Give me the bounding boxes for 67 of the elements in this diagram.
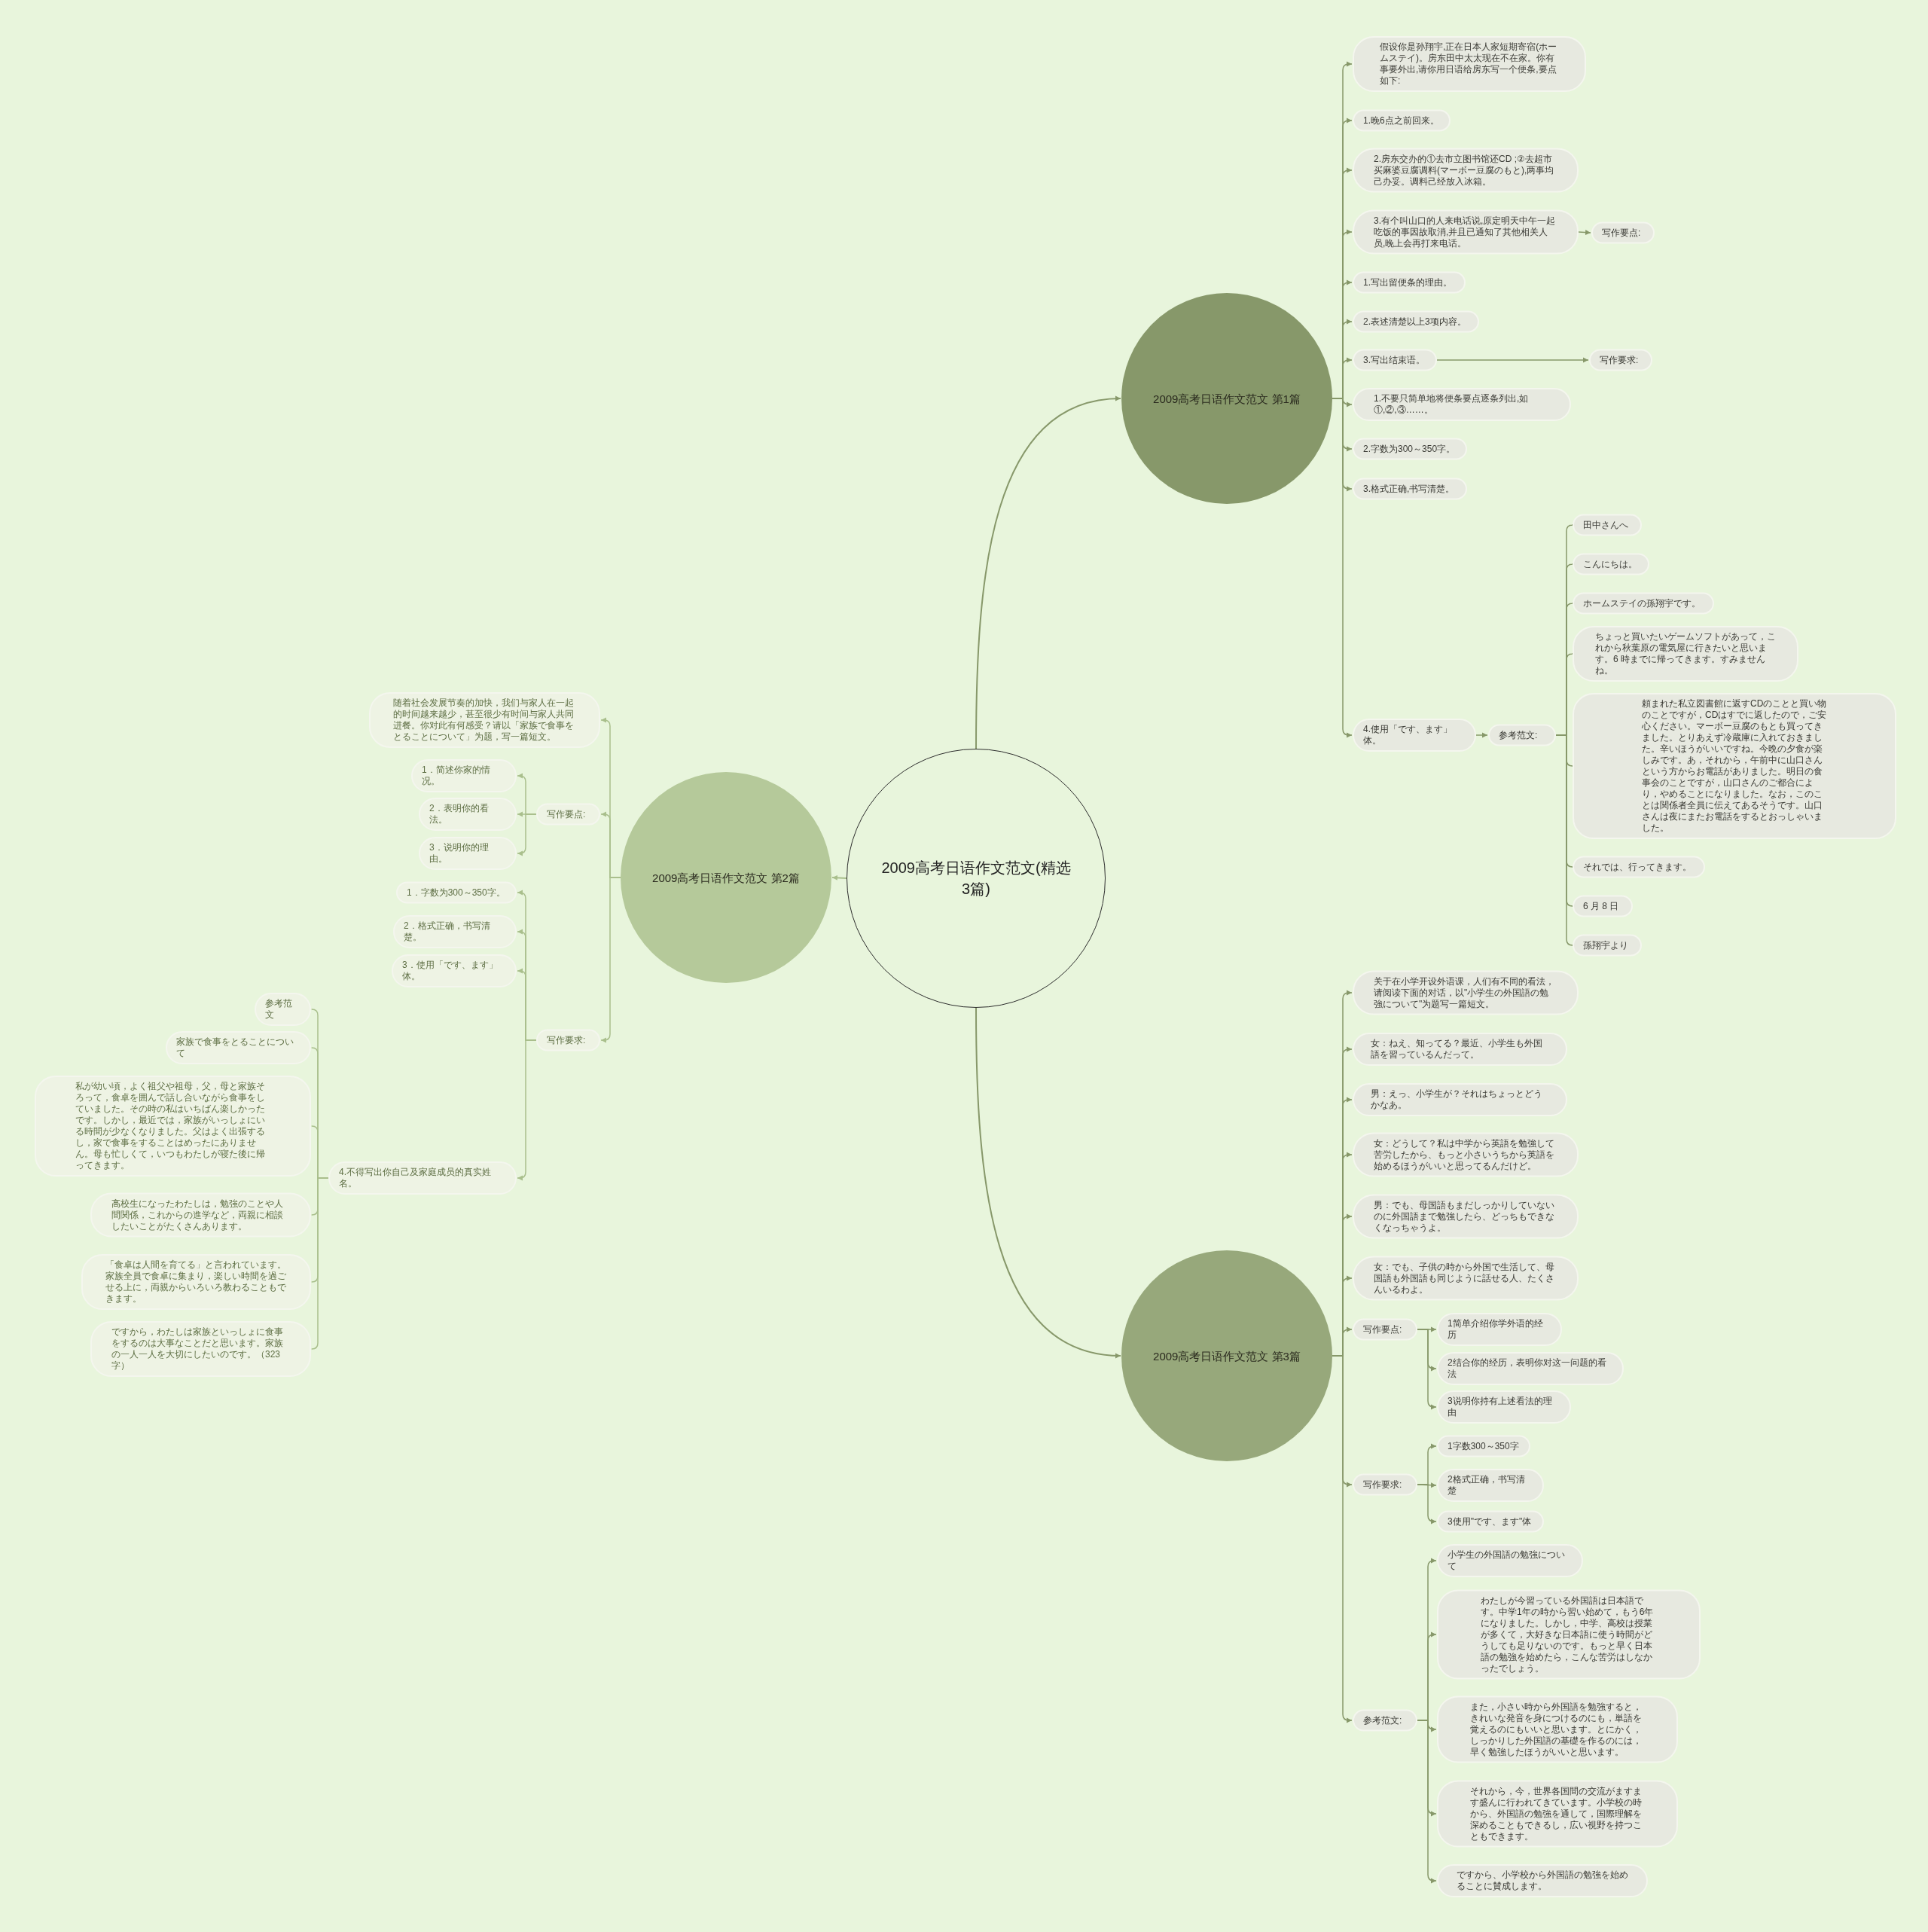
topic-pill: ですから，わたしは家族といっしょに食事をするのは大事なことだと思います。家族の一人一人を大切にしたいのです。（323字）: [90, 1321, 311, 1377]
connector-arrow: [311, 1177, 329, 1352]
topic-pill: 1.不要只简单地将便条要点逐条列出,如①,②,③……。: [1353, 388, 1571, 421]
topic-pill: 3说明你持有上述看法的理由: [1437, 1390, 1571, 1424]
topic-pill: 写作要求:: [1589, 349, 1652, 371]
topic-pill: 1．字数为300～350字。: [396, 881, 517, 904]
topic-pill: 女：どうして？私は中学から英語を勉強して苦労したから、もっと小さいうちから英語を始めるほうがいいと思ってるんだけど。: [1353, 1132, 1579, 1177]
topic-pill: わたしが今習っている外国語は日本語です。中学1年の時から習い始めて，もう6年になりました。しかし，中学、高校は授業が多くて，大好きな日本語に使う時間がどうしても足りないのです。もっと早く日本語の勉強を始めたら，こんな苦労はしなかったでしょう。: [1437, 1589, 1701, 1680]
topic-pill: 3．说明你的理由。: [419, 837, 517, 870]
topic-pill: また，小さい時から外国語を勉強すると，きれいな発音を身につけるのにも，単語を覚えるのにもいいと思います。とにかく，しっかりした外国語の基礎を作るのには，早く勉強したほうがいいと思います。: [1437, 1695, 1678, 1763]
connector-arrow: [1578, 230, 1591, 236]
topic-pill: 3.写出结束语。: [1353, 349, 1437, 371]
connector-arrow: [1475, 732, 1488, 738]
connector-arrow: [1417, 1329, 1437, 1410]
topic-pill: 假设你是孙翔宇,正在日本人家短期寄宿(ホームステイ)。房东田中太太现在不在家。你有事要外出,请你用日语给房东写一个便条,要点如下:: [1353, 36, 1586, 92]
topic-pill: 2结合你的经历，表明你对这一问题的看法: [1437, 1352, 1624, 1385]
topic-pill: 私が幼い頃，よく祖父や祖母，父，母と家族そろって，食卓を囲んで話し合いながら食事をしていました。その時の私はいちばん楽しかったです。しかし，最近では，家族がいっしょにいる時間が少なくなりました。父はよく出張するし，家で食事をすることはめったにありません。母も忙しくて，いつもわたしが寝た後に帰ってきます。: [35, 1076, 311, 1177]
topic-pill: 关于在小学开设外语课，人们有不同的看法，请阅读下面的对话，以"小学生の外国語の勉強について"为题写一篇短文。: [1353, 970, 1579, 1015]
topic-pill: 孫翔宇より: [1573, 934, 1642, 957]
topic-pill: 4.不得写出你自己及家庭成员的真实姓名。: [328, 1161, 517, 1195]
topic-pill: 高校生になったわたしは，勉強のことや人間関係，これからの進学など，両親に相談したいことがたくさんあります。: [90, 1192, 311, 1238]
topic-pill: 1.晚6点之前回来。: [1353, 109, 1451, 132]
connector-arrow: [1436, 357, 1589, 363]
topic-pill: 1.写出留便条的理由。: [1353, 271, 1466, 294]
topic-pill: 写作要点:: [536, 803, 600, 826]
topic-pill: 写作要求:: [536, 1029, 600, 1051]
connector-arrow: [1417, 1484, 1437, 1525]
topic-pill: 1字数300～350字: [1437, 1435, 1530, 1457]
topic-pill: 小学生の外国語の勉強について: [1437, 1544, 1583, 1577]
topic-pill: 3.有个叫山口的人来电话说,原定明天中午一起吃饭的事因故取消,并且已通知了其他相关人员,晚上会再打来电话。: [1353, 209, 1579, 255]
topic-pill: 3.格式正确,书写清楚。: [1353, 478, 1467, 500]
topic-pill: ですから、小学校から外国語の勉強を始めることに賛成します。: [1437, 1864, 1648, 1897]
topic-pill: 随着社会发展节奏的加快，我们与家人在一起的时间越来越少，甚至很少有时间与家人共同进餐。你对此有何感受？请以「家族で食事をとることについて」为题，写一篇短文。: [369, 692, 600, 748]
topic-pill: 男：でも、母国語もまだしっかりしていないのに外国語まで勉強したら、どっちもできなくなっちゃうよ。: [1353, 1194, 1579, 1239]
topic-pill: 2.表述清楚以上3项内容。: [1353, 310, 1479, 333]
topic-pill: それから，今，世界各国間の交流がますます盛んに行われてきています。小学校の時から、外国語の勉強を通して，国際理解を深めることもできるし，広い視野を持つこともできます。: [1437, 1780, 1678, 1848]
topic-pill: 写作要求:: [1353, 1473, 1417, 1496]
topic-pill: 2格式正确，书写清楚: [1437, 1469, 1544, 1502]
topic-pill: 2．表明你的看法。: [419, 798, 517, 831]
topic-pill: 参考范文:: [1353, 1709, 1417, 1732]
topic-pill: それでは、行ってきます。: [1573, 856, 1705, 878]
topic-pill: 家族で食事をとることについて: [166, 1031, 311, 1064]
topic-pill: 3．使用「です、ます」体。: [392, 954, 517, 987]
topic-pill: こんにちは。: [1573, 553, 1649, 575]
topic-pill: 女：ねえ、知ってる？最近、小学生も外国語を習っているんだって。: [1353, 1033, 1567, 1066]
topic-pill: ちょっと買いたいゲームソフトがあって，これから秋葉原の電気屋に行きたいと思います。6 時までに帰ってきます。すみませんね。: [1573, 626, 1798, 682]
topic-pill: 4.使用「です、ます」体。: [1353, 719, 1476, 752]
connector-arrow: [975, 396, 1121, 749]
topic-pill: 写作要点:: [1353, 1318, 1417, 1341]
topic-pill: 「食卓は人間を育てる」と言われています。家族全員で食卓に集まり，楽しい時間を過ごせる上に，両親からいろいろ教わることもできます。: [81, 1254, 311, 1310]
topic-pill: 写作要点:: [1591, 221, 1655, 244]
topic-pill: 2.房东交办的①去市立图书馆还CD ;②去超市买麻婆豆腐调料(マーボー豆腐のもと),两事均己办妥。调料己经放入冰箱。: [1353, 148, 1579, 193]
topic-pill: 1简单介绍你学外语的经历: [1437, 1313, 1562, 1346]
topic-pill: 3使用"です、ます"体: [1437, 1510, 1544, 1533]
topic-pill: 田中さんへ: [1573, 514, 1642, 536]
topic-pill: 女：でも、子供の時から外国で生活して、母国語も外国語も同じように話せる人、たくさんいるわよ。: [1353, 1256, 1579, 1301]
connector-arrow: [831, 874, 847, 881]
topic-pill: 男：えっ、小学生が？それはちょっとどうかなあ。: [1353, 1083, 1567, 1116]
topic-pill: 1．简述你家的情况。: [411, 759, 517, 792]
topic-pill: 参考范文: [255, 993, 311, 1026]
topic-pill: ホームステイの孫翔宇です。: [1573, 592, 1714, 615]
topic-pill: 6 月 8 日: [1573, 895, 1633, 917]
topic-pill: 参考范文:: [1488, 724, 1556, 746]
topic-pill: 頼まれた私立図書館に返すCDのことと買い物のことですが，CDはすでに返したので，ご安心ください。マーボー豆腐のもとも買ってきました。とりあえず冷蔵庫に入れておきました。辛いほうがいいですね。今晩の夕食が楽しみです。あ，それから，午前中に山口さんという方からお電話がありました。明日の食事会のことですが，山口さんのご都合により，やめることになりました。なお，このことは関係者全員に伝えてあるそうです。山口さんは夜にまたお電話をするとおっしゃいました。: [1573, 693, 1896, 839]
connector-arrow: [975, 1007, 1121, 1358]
topic-pill: 2.字数为300～350字。: [1353, 438, 1467, 460]
topic-pill: 2．格式正确，书写清楚。: [393, 915, 517, 948]
